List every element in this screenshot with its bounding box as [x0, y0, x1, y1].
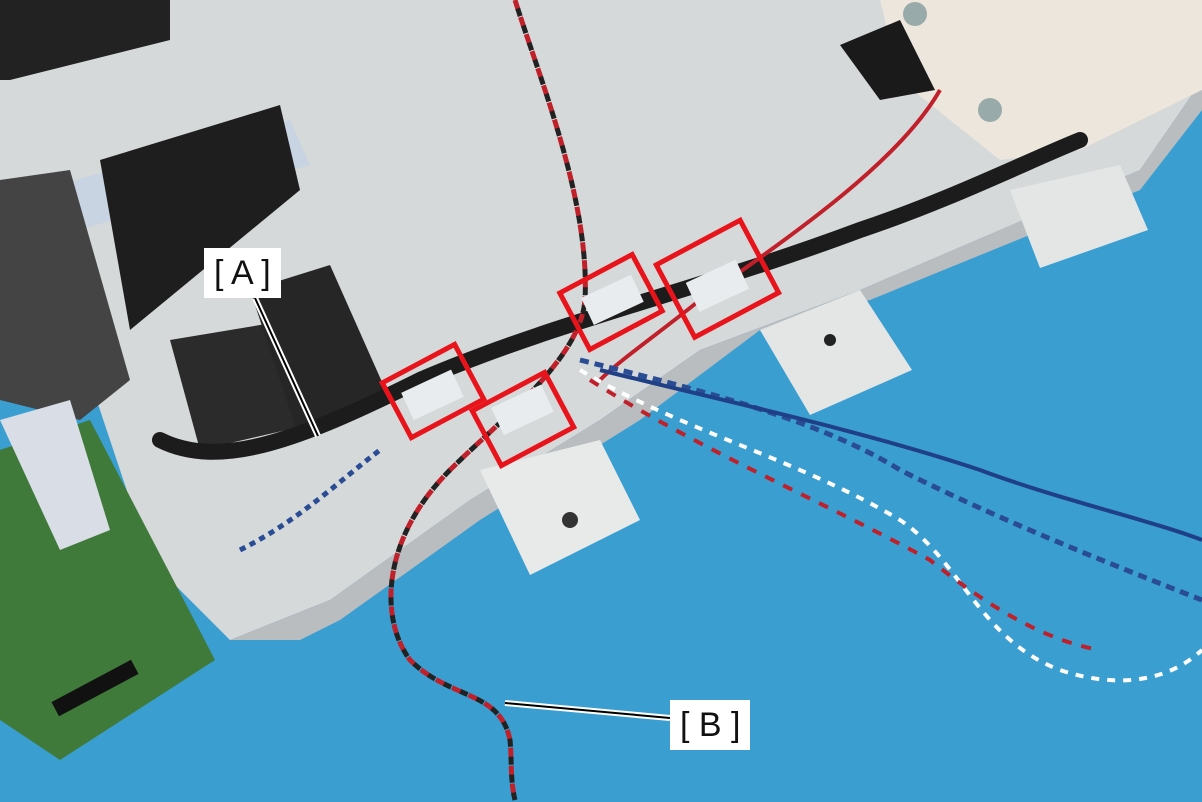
blue-white-wire [599, 368, 1202, 542]
highlight-box-clamp-3 [556, 251, 666, 353]
screw-hole [562, 512, 578, 528]
left-frame [0, 170, 130, 420]
bracket [760, 290, 912, 415]
panel-edge [230, 80, 1202, 640]
red-black-wire [388, 0, 588, 801]
highlight-box-clamp-1 [378, 340, 488, 442]
callout-label-a: [ A ] [204, 248, 281, 298]
callout-label-b: [ B ] [670, 700, 751, 750]
screw-hole [824, 334, 836, 346]
highlight-box-clamp-2 [468, 368, 578, 470]
blue-white-wire [578, 368, 1202, 683]
carriage-mechanism [0, 0, 170, 80]
blue-white-wire [579, 357, 1202, 603]
cable-clamp [581, 274, 644, 326]
black-plate [840, 20, 935, 100]
cable-clamp [491, 384, 554, 436]
black-frame [250, 265, 390, 440]
leader-line-b [504, 702, 671, 719]
red-black-wire [388, 0, 588, 801]
blue-white-wire [238, 448, 382, 553]
cable-clamp [401, 369, 464, 421]
highlight-box-clamp-4 [652, 216, 783, 341]
bracket [1010, 165, 1148, 268]
screw-icon [903, 2, 927, 26]
connector-block [100, 105, 300, 330]
gear-unit [880, 0, 1202, 160]
flat-cable [0, 400, 110, 550]
leader-line-a [254, 297, 319, 437]
blue-white-wire [588, 378, 1101, 652]
screw-icon [978, 98, 1002, 122]
cable-clamp [685, 259, 750, 312]
bracket [480, 440, 640, 575]
board-connector [51, 659, 139, 717]
